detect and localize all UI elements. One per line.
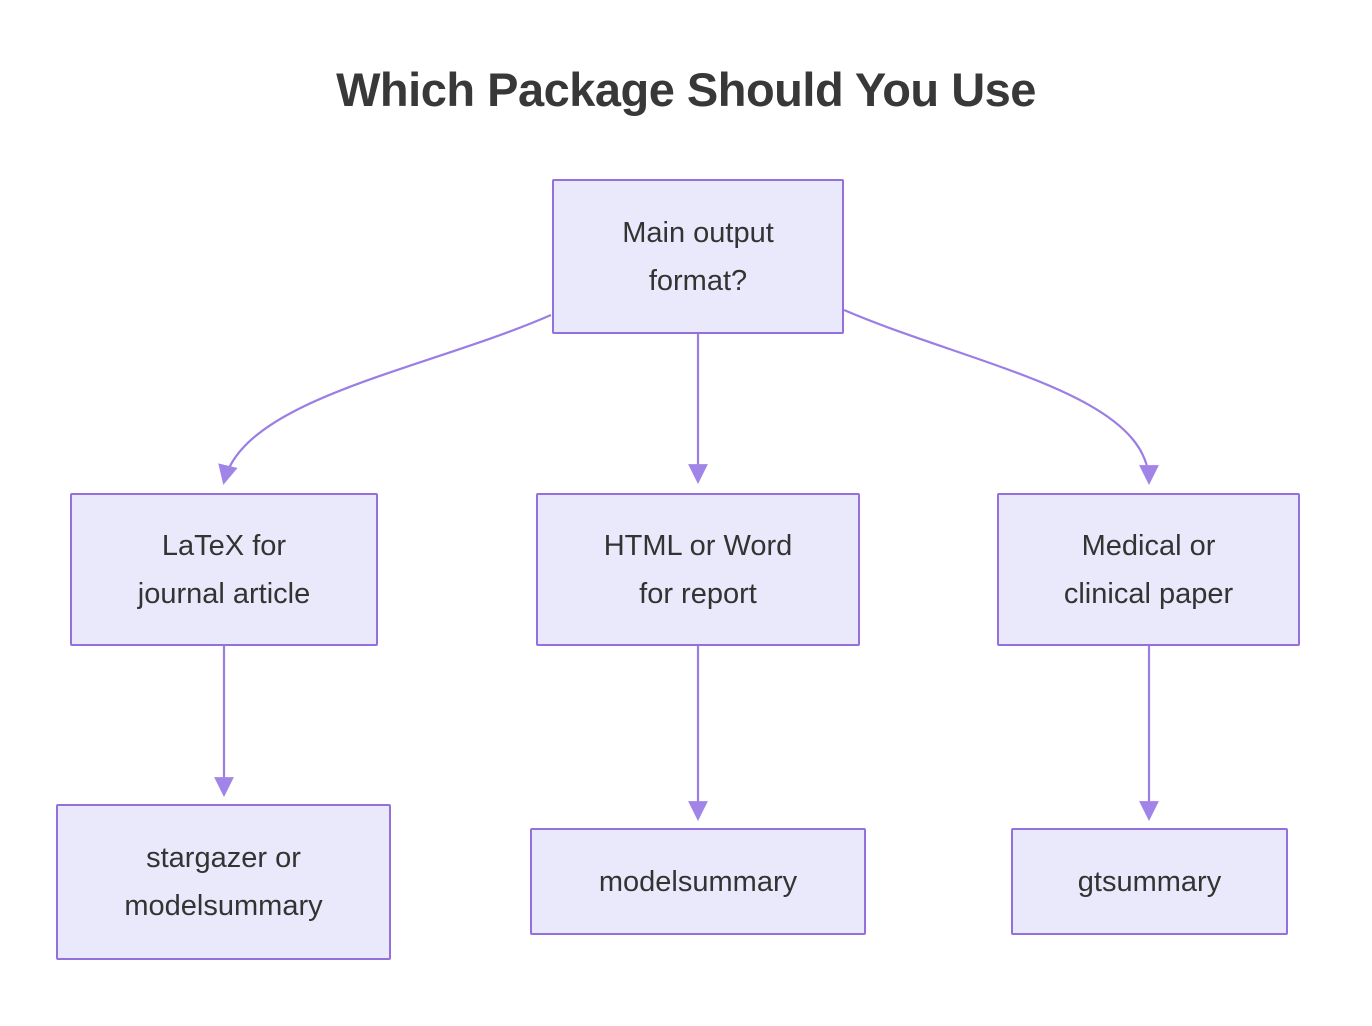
node-label-line: modelsummary <box>598 865 798 898</box>
node-label-line: stargazer or <box>146 842 301 874</box>
node-label-line: modelsummary <box>124 890 323 922</box>
node-label-line: Medical or <box>1081 529 1216 562</box>
node-gtsummary: gtsummary <box>1011 828 1288 935</box>
node-medical-clinical: Medical or clinical paper <box>997 493 1300 646</box>
node-modelsummary: modelsummary <box>530 828 866 935</box>
node-latex-journal: LaTeX for journal article <box>70 493 378 646</box>
node-label-line: HTML or Word <box>603 529 793 562</box>
edge-root-to-medical <box>843 308 1159 485</box>
node-label-line: LaTeX for <box>161 529 287 562</box>
node-label-line: Main output <box>622 216 774 249</box>
node-label-line: format? <box>648 264 748 297</box>
node-label-line: clinical paper <box>1063 577 1234 610</box>
node-label-line: gtsummary <box>1077 865 1222 898</box>
node-label-line: journal article <box>137 577 311 610</box>
edge-root-to-latex <box>218 313 552 485</box>
node-main-output-format: Main output format? <box>552 179 844 334</box>
node-html-word-report: HTML or Word for report <box>536 493 860 646</box>
node-stargazer-modelsummary: stargazer or modelsummary <box>56 804 391 960</box>
node-label-line: for report <box>639 577 757 610</box>
diagram-title: Which Package Should You Use <box>336 63 1036 116</box>
